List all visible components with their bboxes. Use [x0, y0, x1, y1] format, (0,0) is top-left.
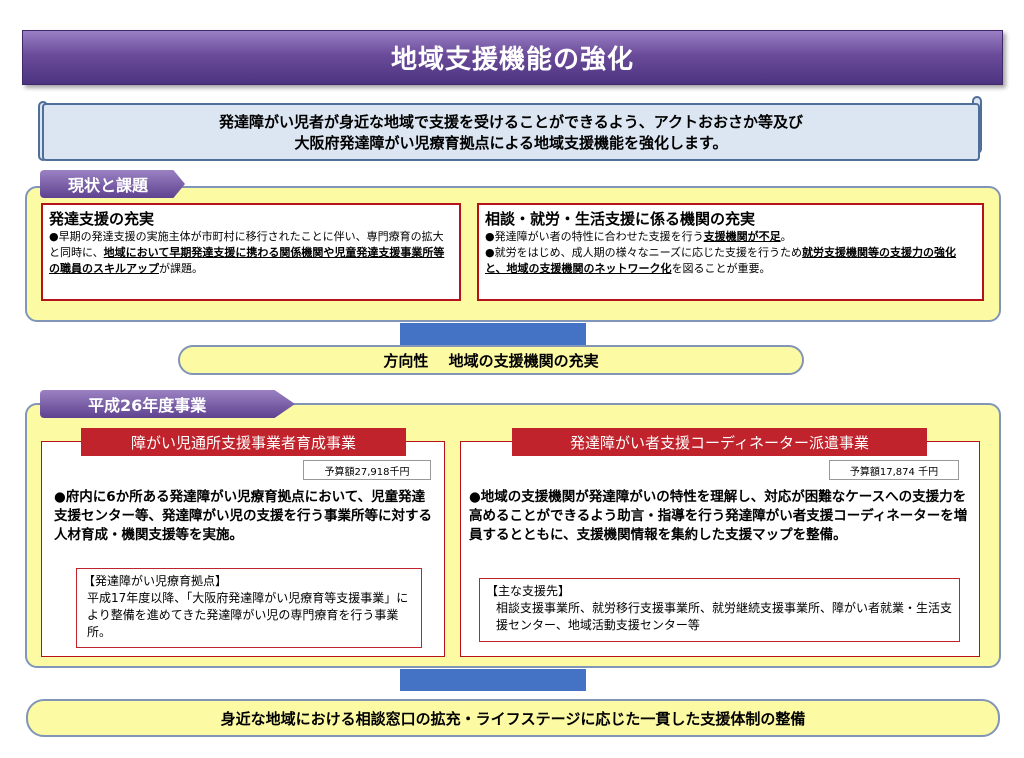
issue-bullet-2: ●就労をはじめ、成人期の様々なニーズに応じた支援を行うため就労支援機関等の支援力…: [485, 245, 976, 277]
intro-banner: 発達障がい児者が身近な地域で支援を受けることができるよう、アクトおおさか等及び …: [42, 103, 980, 161]
page-title: 地域支援機能の強化: [22, 30, 1003, 85]
issue-heading-development: 発達支援の充実: [49, 210, 155, 228]
issue-text-emphasis: 地域において早期発達支援に携わる関係機関や児童発達支援事業所等の職員のスキルアッ…: [49, 246, 445, 275]
issue-card-consultation: 相談・就労・生活支援に係る機関の充実 ●発達障がい者の特性に合わせた支援を行う支…: [477, 203, 984, 301]
note-text-child-support: 平成17年度以降、「大阪府発達障がい児療育等支援事業」により整備を進めてきた発達…: [87, 591, 409, 639]
note-title-child-support: 【発達障がい児療育拠点】: [83, 574, 228, 588]
issue-text-part: を図ることが重要。: [671, 262, 771, 275]
issue-heading-consultation: 相談・就労・生活支援に係る機関の充実: [485, 210, 756, 228]
issue-text-part: が課題。: [159, 262, 203, 275]
note-box-coordinator: 【主な支援先】 相談支援事業所、就労移行支援事業所、就労継続支援事業所、障がい者…: [479, 578, 960, 642]
note-text-coordinator: 相談支援事業所、就労移行支援事業所、就労継続支援事業所、障がい者就業・生活支援セ…: [496, 601, 953, 632]
issue-text-emphasis: 就労支援機関等の支援力の強化と、地域の支援機関のネットワーク化: [485, 246, 957, 275]
intro-line-2: 大阪府発達障がい児療育拠点による地域支援機能を強化します。: [294, 134, 728, 152]
project-head-child-support: 障がい児通所支援事業者育成事業: [81, 428, 406, 456]
issue-text-part: ●就労をはじめ、成人期の様々なニーズに応じた支援を行うため: [485, 246, 803, 259]
issue-text-part: ●発達障がい者の特性に合わせた支援を行う: [485, 230, 704, 243]
intro-line-1: 発達障がい児者が身近な地域で支援を受けることができるよう、アクトおおさか等及び: [219, 113, 803, 131]
current-issues-tag: 現状と課題: [40, 170, 185, 198]
issue-bullet-1: ●発達障がい者の特性に合わせた支援を行う支援機関が不足。: [485, 229, 976, 245]
project-body-coordinator: ●地域の支援機関が発達障がいの特性を理解し、対応が困難なケースへの支援力を高める…: [469, 489, 968, 543]
projects-tag: 平成26年度事業: [40, 390, 295, 418]
conclusion-banner: 身近な地域における相談窓口の拡充・ライフステージに応じた一貫した支援体制の整備: [26, 699, 1000, 737]
direction-banner: 方向性 地域の支援機関の充実: [178, 345, 804, 375]
project-head-coordinator: 発達障がい者支援コーディネーター派遣事業: [512, 428, 927, 456]
issue-text-emphasis: 支援機関が不足: [703, 230, 781, 243]
flow-arrow-2: [400, 669, 586, 691]
budget-label-child-support: 予算額27,918千円: [303, 460, 431, 480]
issue-card-development: 発達支援の充実 ●早期の発達支援の実施主体が市町村に移行されたことに伴い、専門療…: [41, 203, 461, 301]
issue-text-part: ●早期の発達支援の実施主体が市町村に移行されたことに伴い、専門療育の拡大と同時に…: [49, 230, 444, 259]
flow-arrow-1: [400, 323, 586, 345]
note-box-child-support: 【発達障がい児療育拠点】 平成17年度以降、「大阪府発達障がい児療育等支援事業」…: [76, 568, 422, 648]
issue-text-development: ●早期の発達支援の実施主体が市町村に移行されたことに伴い、専門療育の拡大と同時に…: [49, 229, 453, 277]
budget-label-coordinator: 予算額17,874 千円: [829, 460, 959, 480]
note-title-coordinator: 【主な支援先】: [486, 584, 571, 598]
project-body-child-support: ●府内に6か所ある発達障がい児療育拠点において、児童発達支援センター等、発達障が…: [54, 489, 432, 543]
issue-text-part: 。: [780, 230, 792, 243]
